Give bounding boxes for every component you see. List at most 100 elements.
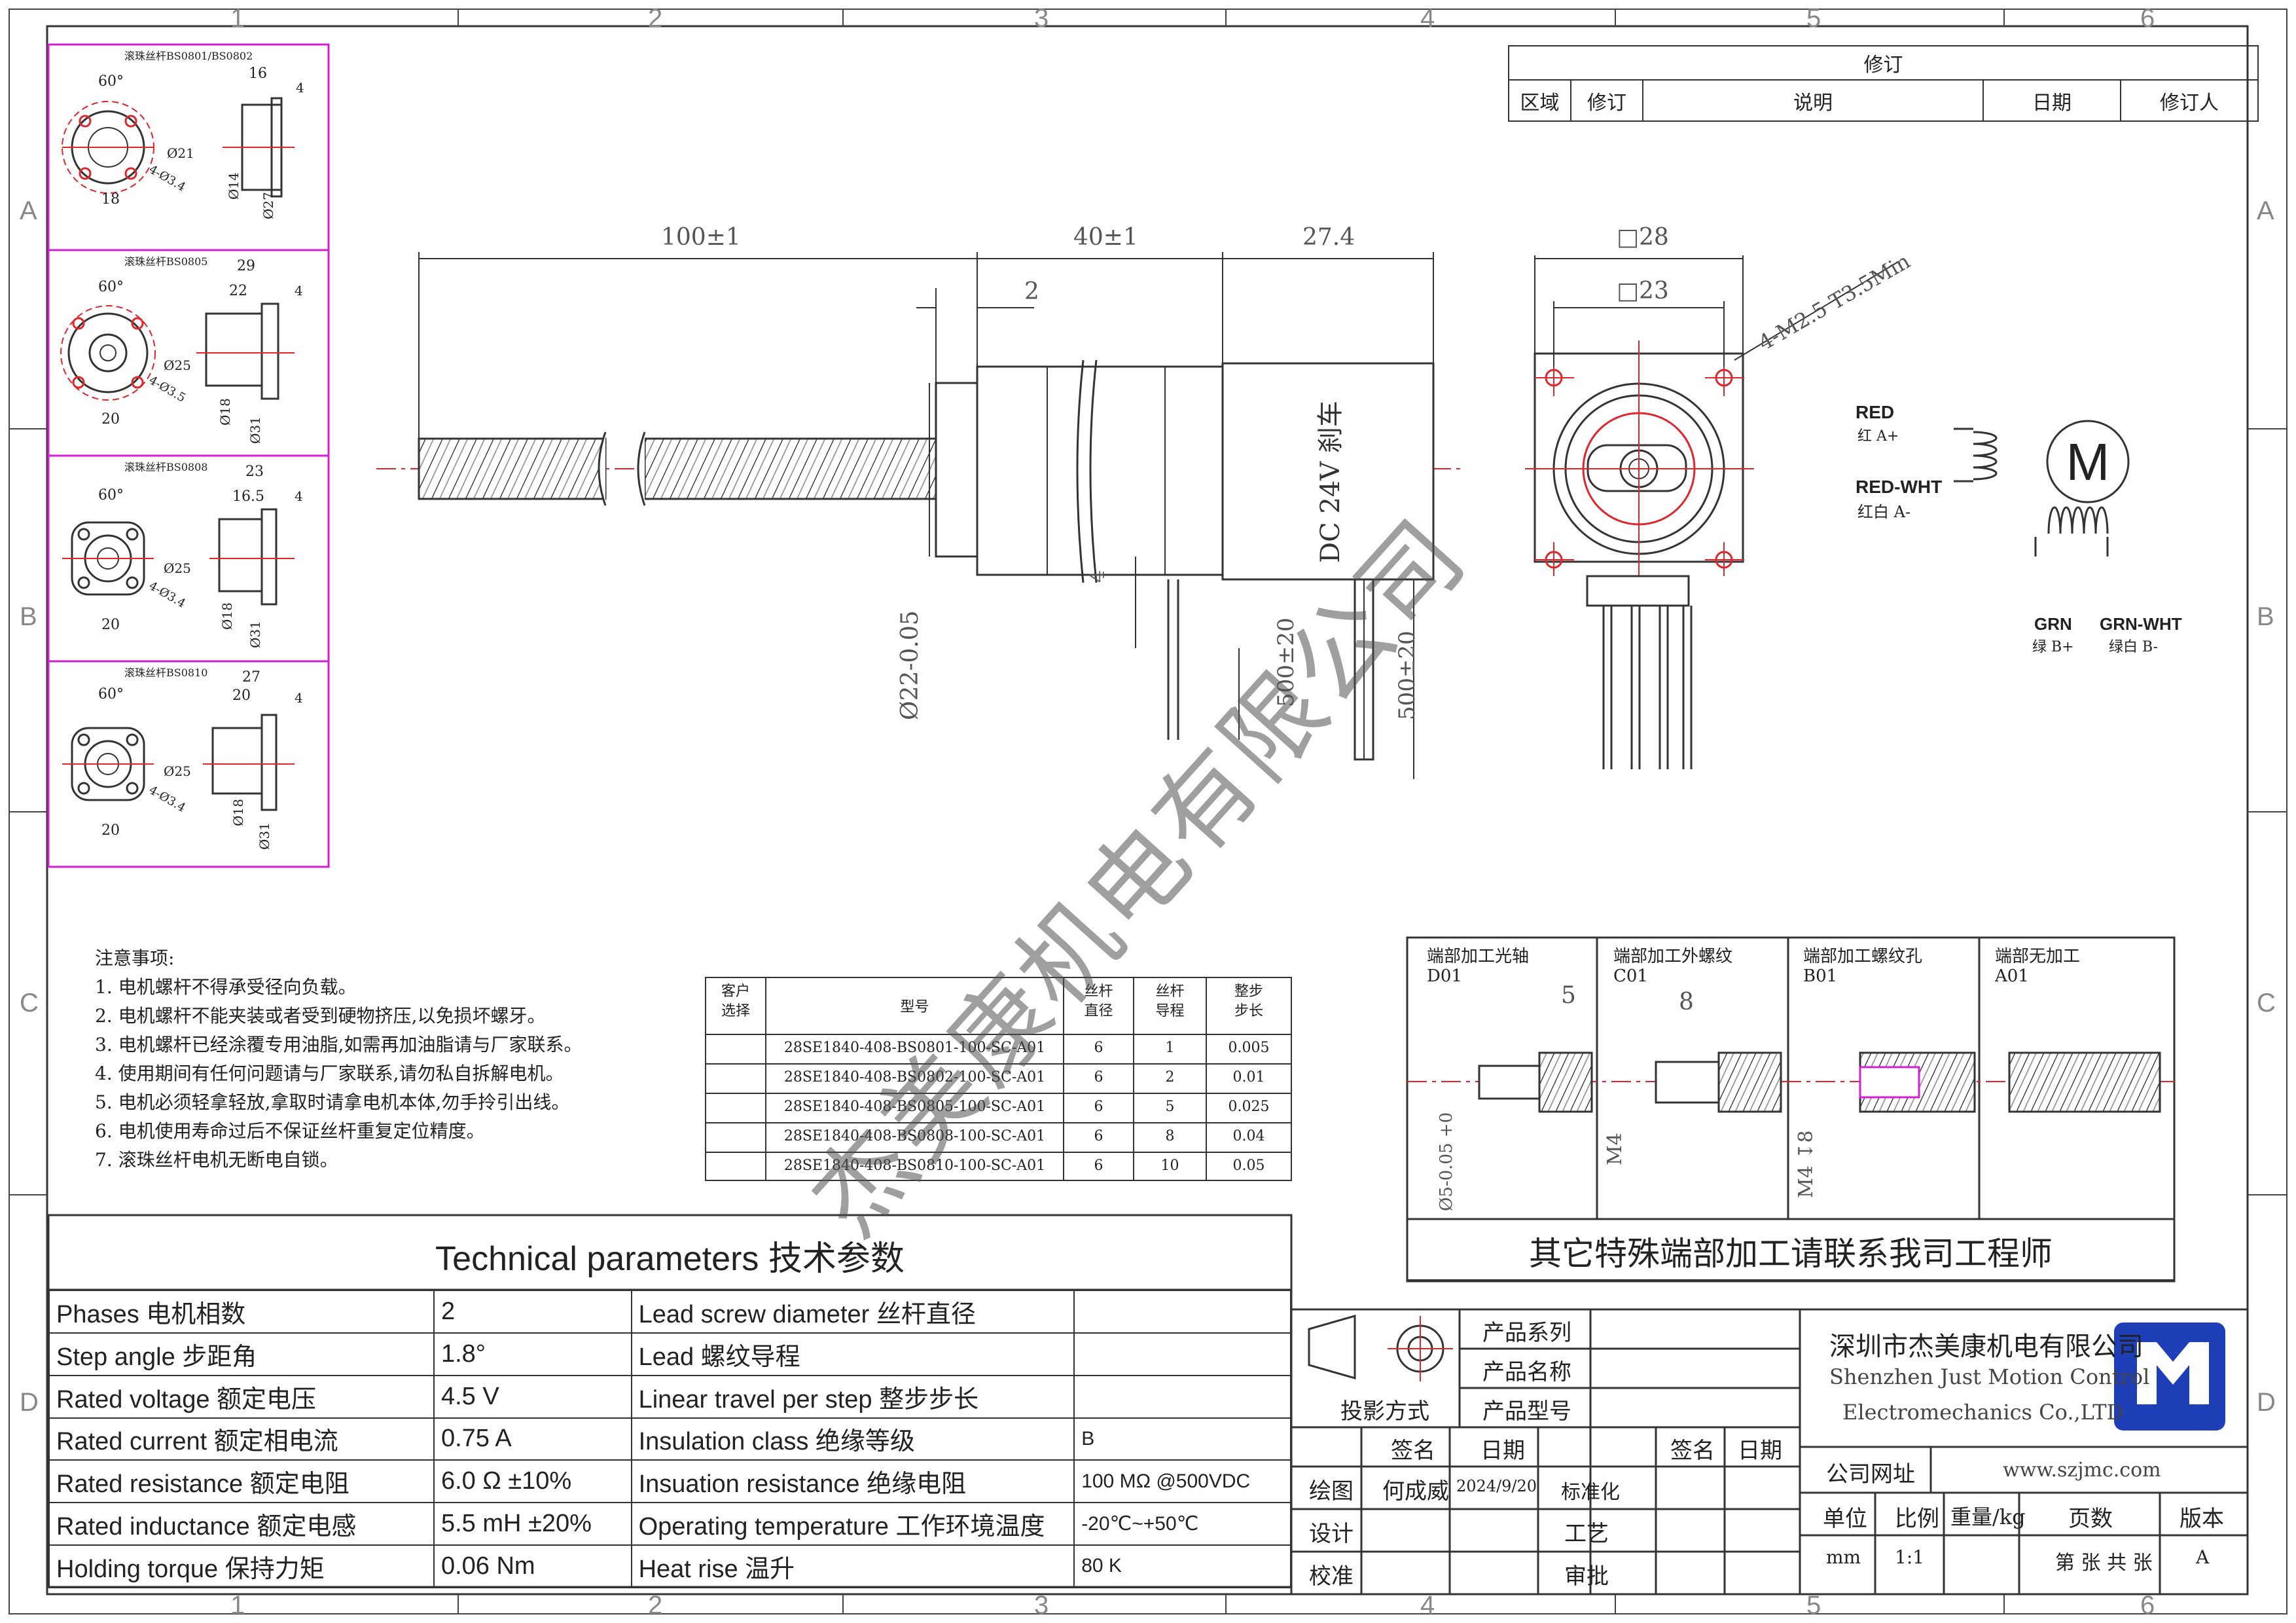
version-value: A (2196, 1546, 2210, 1568)
note-4: 4. 使用期间有任何问题请与厂家联系,请勿私自拆解电机。 (95, 1063, 564, 1084)
tech-param-value (1073, 1332, 1291, 1376)
bs4-s2: Ø31 (257, 822, 272, 850)
col-6-bottom: 6 (2140, 1591, 2155, 1620)
drawer-name: 何成威 (1382, 1478, 1449, 1504)
end1-title: 端部加工光轴 (1427, 947, 1530, 966)
end1-dim: 5 (1561, 982, 1576, 1009)
tech-param-value (1073, 1374, 1291, 1419)
company-en2: Electromechanics Co.,LTD (1842, 1400, 2124, 1425)
end1-code: D01 (1427, 966, 1462, 986)
note-6: 6. 电机使用寿命过后不保证丝杆重复定位精度。 (95, 1120, 485, 1142)
model-cell-model: 28SE1840-408-BS0802-100-SC-A01 (783, 1069, 1046, 1085)
col-5: 5 (1806, 4, 1821, 33)
tech-param-value: 1.8° (433, 1332, 632, 1376)
note-1: 1. 电机螺杆不得承受径向负载。 (95, 976, 357, 998)
tech-param-name: Rated voltage 额定电压 (48, 1374, 435, 1419)
model-cell-step: 0.01 (1232, 1069, 1265, 1085)
bs-sketch-4 (62, 714, 295, 811)
bs-sketch-1 (62, 97, 295, 198)
website-link[interactable]: www.szjmc.com (2003, 1459, 2161, 1482)
bs3-w2: 16.5 (232, 488, 264, 505)
notes-block: 注意事项: 1. 电机螺杆不得承受径向负载。 2. 电机螺杆不能夹装或者受到硬物… (95, 944, 583, 1175)
model-cell-step: 0.04 (1232, 1128, 1265, 1144)
row-a: A (20, 196, 37, 225)
tech-param-value: 2 (433, 1290, 632, 1334)
wire-grnwht-cn: 绿白 B- (2109, 639, 2159, 655)
unit-label: 单位 (1823, 1506, 1867, 1532)
design-label: 设计 (1309, 1521, 1354, 1547)
note-2: 2. 电机螺杆不能夹装或者受到硬物挤压,以免损坏螺牙。 (95, 1005, 546, 1027)
revision-header-area: 区域 (1520, 92, 1560, 115)
bs3-w1: 23 (245, 464, 264, 480)
bs4-w3: 4 (295, 690, 303, 706)
scale-label: 比例 (1895, 1506, 1939, 1532)
wire-red-cn: 红 A+ (1857, 428, 1899, 445)
bs1-s1: Ø14 (226, 172, 242, 200)
std-label: 标准化 (1561, 1481, 1620, 1504)
wire-redwht: RED-WHT (1856, 477, 1943, 497)
tech-param-value: 80 K (1073, 1544, 1291, 1588)
model-cell-lead: 1 (1165, 1040, 1175, 1056)
bs4-s1: Ø18 (230, 799, 246, 826)
bs-sketch-3 (62, 508, 295, 606)
model-cell-lead: 2 (1165, 1069, 1175, 1085)
tech-param-value: B (1073, 1417, 1291, 1461)
tech-param-value: 0.75 A (433, 1417, 632, 1461)
bs3-s2: Ø31 (247, 621, 263, 648)
col-6: 6 (2140, 4, 2155, 33)
wire-grn: GRN (2034, 614, 2072, 634)
tech-param-name: Linear travel per step 整步步长 (630, 1374, 1075, 1419)
model-cell-dia: 6 (1094, 1069, 1103, 1085)
tech-param-name: Rated current 额定相电流 (48, 1417, 435, 1461)
row-a-right: A (2257, 196, 2274, 225)
row-b-right: B (2257, 602, 2274, 631)
notes-title: 注意事项: (95, 947, 175, 969)
projection-label: 投影方式 (1340, 1398, 1429, 1425)
sign-label: 签名 (1391, 1438, 1435, 1464)
col-1-bottom: 1 (230, 1591, 245, 1620)
bs4-d1: Ø25 (164, 763, 191, 779)
date2-label: 日期 (1738, 1438, 1782, 1464)
col-2-bottom: 2 (648, 1591, 663, 1620)
dim-2: 2 (1024, 278, 1039, 305)
bs1-title: 滚珠丝杆BS0801/BS0802 (124, 50, 253, 62)
wire-grn-cn: 绿 B+ (2032, 639, 2074, 655)
tech-param-name: Insulation class 绝缘等级 (630, 1417, 1075, 1461)
revision-header-rev: 修订 (1587, 92, 1626, 115)
model-cell-dia: 6 (1094, 1128, 1103, 1144)
bs2-w2: 22 (229, 283, 247, 299)
end3-title: 端部加工螺纹孔 (1803, 947, 1923, 966)
bs3-w3: 4 (295, 488, 303, 504)
pages-value: 第 张 共 张 (2055, 1552, 2153, 1575)
end2-title: 端部加工外螺纹 (1613, 947, 1733, 966)
draw-label: 绘图 (1309, 1478, 1354, 1504)
model-cell-lead: 5 (1165, 1099, 1175, 1115)
unit-value: mm (1826, 1546, 1861, 1568)
col-3: 3 (1034, 4, 1049, 33)
tech-param-value: 100 MΩ @500VDC (1073, 1459, 1291, 1504)
bs1-w2: 4 (296, 80, 304, 96)
tech-title: Technical parameters 技术参数 (435, 1240, 905, 1278)
tech-param-name: Step angle 步距角 (48, 1332, 435, 1376)
model-cell-step: 0.05 (1232, 1158, 1265, 1174)
model-header-lead: 丝杆 导程 (1155, 983, 1185, 1019)
dim-dia22: Ø22-0.05 (897, 610, 924, 720)
bs2-w3: 4 (295, 283, 303, 299)
dim-sq23: □23 (1617, 278, 1669, 304)
bs3-title: 滚珠丝杆BS0808 (124, 461, 208, 473)
bs2-title: 滚珠丝杆BS0805 (124, 255, 208, 268)
bs1-angle: 60° (98, 73, 124, 90)
dim-27: 27.4 (1302, 224, 1355, 251)
end2-dim: 8 (1679, 989, 1694, 1015)
scale-value: 1:1 (1895, 1546, 1925, 1568)
row-d-right: D (2257, 1388, 2276, 1417)
tech-param-value: 6.0 Ω ±10% (433, 1459, 632, 1504)
bs3-s1: Ø18 (219, 602, 235, 630)
tech-param-name: Holding torque 保持力矩 (48, 1544, 435, 1588)
note-7: 7. 滚珠丝杆电机无断电自锁。 (95, 1149, 338, 1171)
